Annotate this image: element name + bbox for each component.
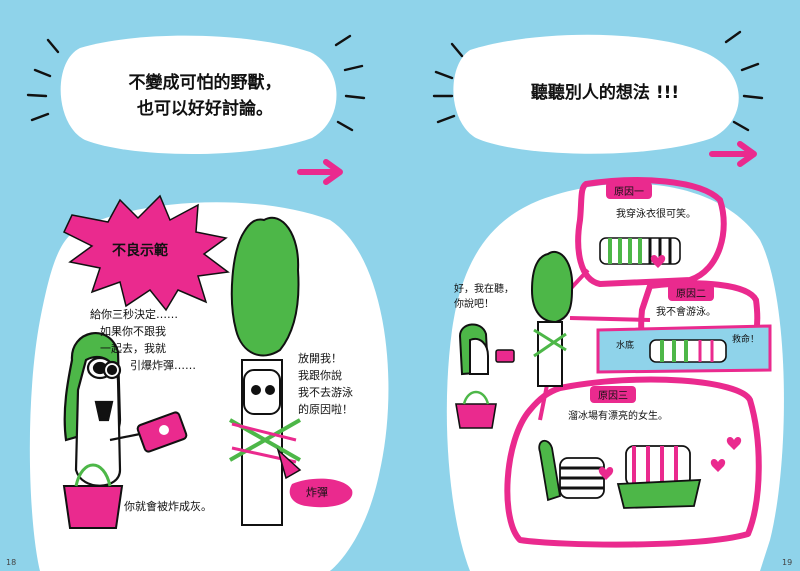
speech-line: 一起去，我就 xyxy=(100,342,166,355)
speech-line: 的原因啦！ xyxy=(298,403,353,416)
reason1-title: 原因一 xyxy=(606,182,652,199)
skating-creatures xyxy=(538,439,702,509)
monster-right xyxy=(458,323,490,376)
tree-canopy xyxy=(230,217,300,357)
boy-speech: 放開我！ 我跟你說 我不去游泳 的原因啦！ xyxy=(298,350,378,418)
left-heading-line2: 也可以好好討論。 xyxy=(137,99,273,119)
page-number-right: 19 xyxy=(782,558,793,567)
drowning-creature xyxy=(649,339,727,363)
emphasis-marks-right xyxy=(432,30,764,132)
arrow-icon-left xyxy=(297,159,343,185)
basket-icon-right xyxy=(455,390,497,429)
bottom-caption-left: 你就會被炸成灰。 xyxy=(124,500,212,513)
reason3-text: 溜冰場有漂亮的女生。 xyxy=(568,411,668,422)
basket-icon-left xyxy=(62,463,124,529)
starburst-badge-shape xyxy=(63,194,230,312)
bad-example-badge: 不良示範 xyxy=(112,243,168,259)
speech-line: 我不去游泳 xyxy=(298,386,353,399)
page-number-left: 18 xyxy=(6,558,17,567)
speech-line: 如果你不跟我 xyxy=(100,325,166,338)
tree-trunk-right xyxy=(537,321,563,387)
reason1-text: 我穿泳衣很可笑。 xyxy=(616,209,696,220)
speech-line: 我跟你說 xyxy=(298,369,342,382)
reason2-text: 我不會游泳。 xyxy=(656,307,716,318)
water-label: 水底 xyxy=(616,341,635,351)
bomb-label-bg xyxy=(289,478,353,508)
detonator-icon xyxy=(136,411,188,453)
rope-right xyxy=(533,328,567,358)
arrow-icon-right xyxy=(709,141,757,167)
bomb-icon xyxy=(276,447,302,480)
detonator-icon-right xyxy=(495,349,515,363)
speech-line: 給你三秒決定…… xyxy=(90,308,178,321)
emphasis-marks-left xyxy=(26,34,366,132)
reason2-title: 原因二 xyxy=(668,284,714,301)
speech-line: 你說吧！ xyxy=(454,299,494,310)
bomb-label: 炸彈 xyxy=(306,486,328,499)
swimsuit-creature xyxy=(599,237,681,265)
speech-line: 放開我！ xyxy=(298,352,342,365)
left-heading-line1: 不變成可怕的野獸， xyxy=(128,73,282,93)
monster-speech-left: 給你三秒決定…… 如果你不跟我 一起去，我就 引爆炸彈…… xyxy=(90,306,240,374)
right-heading: 聽聽別人的想法 !!! xyxy=(530,83,680,103)
help-label: 救命！ xyxy=(732,335,760,345)
reason3-title: 原因三 xyxy=(590,386,636,403)
tied-boy xyxy=(229,369,301,464)
left-heading-bubble xyxy=(60,35,337,154)
right-heading-bubble xyxy=(453,34,739,154)
monster-speech-right: 好，我在聽， 你說吧！ xyxy=(454,282,544,312)
speech-line: 好，我在聽， xyxy=(454,284,514,295)
left-heading: 不變成可怕的野獸， 也可以好好討論。 xyxy=(80,70,330,122)
heart-icons xyxy=(598,255,742,480)
speech-line: 引爆炸彈…… xyxy=(130,359,196,372)
